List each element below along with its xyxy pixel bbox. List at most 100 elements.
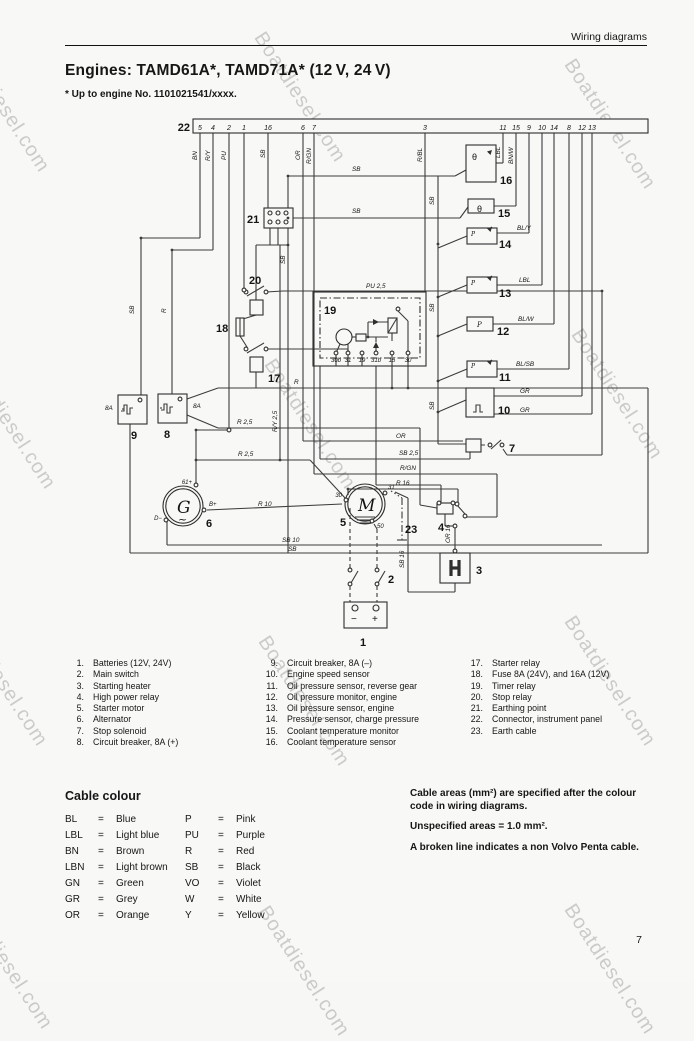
- component-box: [466, 227, 498, 245]
- component-number: 1: [360, 637, 366, 649]
- wire: [373, 523, 378, 530]
- wire-colour-label: R 2,5: [238, 451, 254, 458]
- cable-colour-entry: PU=Purple: [185, 830, 265, 841]
- junction-dot: [286, 174, 290, 178]
- connector-pin-number: 1: [242, 125, 246, 132]
- component-number: 7: [509, 443, 515, 455]
- wire: [397, 310, 409, 322]
- wire-colour-label: BN: [192, 151, 199, 160]
- junction-dot: [139, 236, 143, 240]
- terminal-label: 31b: [371, 358, 382, 364]
- component-number: 10: [498, 405, 510, 417]
- cable-colour-entry: OR=Orange: [65, 910, 150, 921]
- note-paragraph: A broken line indicates a non Volvo Pent…: [410, 841, 639, 853]
- junction-dot: [286, 216, 290, 220]
- machine-circle: [344, 483, 386, 525]
- connector-number: 22: [178, 122, 190, 134]
- cable-colour-entry: GN=Green: [65, 878, 144, 889]
- terminal-label: 31: [345, 358, 352, 364]
- component-box: [343, 601, 388, 629]
- wire: [456, 504, 466, 515]
- terminal: [369, 518, 375, 524]
- pulse-glyph: [473, 404, 483, 413]
- cable-colour-entry: LBL=Light blue: [65, 830, 160, 841]
- component-number: 3: [476, 565, 482, 577]
- legend-item: 6.Alternator: [76, 714, 132, 725]
- wire: [437, 323, 468, 337]
- wire: [246, 342, 265, 354]
- legend-item: 22.Connector, instrument panel: [470, 714, 603, 725]
- junction-dot: [436, 379, 440, 383]
- wire-colour-label: BL/SB: [516, 361, 535, 368]
- coil-diagonal: [387, 317, 398, 334]
- terminal: [452, 523, 458, 529]
- terminal: [343, 497, 349, 503]
- connector-pin-number: 7: [312, 125, 317, 132]
- legend-item: 13.Oil pressure sensor, engine: [265, 703, 395, 714]
- symbol-text: M: [357, 496, 376, 516]
- wire: [242, 314, 257, 320]
- component-number: 16: [500, 175, 512, 187]
- connector-pin-number: 8: [567, 125, 571, 132]
- arrow-head: [487, 276, 492, 281]
- terminal-label: 15: [389, 358, 396, 364]
- legend-item: 16.Coolant temperature sensor: [265, 737, 397, 748]
- wire-colour-label: SB: [129, 305, 136, 314]
- component-number: 8: [164, 429, 170, 441]
- cable-colour-entry: W=White: [185, 894, 262, 905]
- cable-colour-entry: GR=Grey: [65, 894, 138, 905]
- terminal: [177, 396, 183, 402]
- terminal-label: 50: [377, 524, 384, 530]
- legend-item: 10.Engine speed sensor: [265, 669, 370, 680]
- connector-pin-number: 15: [512, 125, 520, 132]
- legend-item: 17.Starter relay: [470, 658, 540, 668]
- component-number: 17: [268, 373, 280, 385]
- terminal: [243, 346, 249, 352]
- symbol-text: ~: [178, 513, 187, 526]
- legend-item: 9.Circuit breaker, 8A (–): [270, 658, 373, 668]
- wire: [206, 503, 343, 511]
- connector-pin-number: 6: [301, 125, 305, 132]
- arrow-head: [487, 227, 492, 232]
- symbol-text: P: [476, 321, 482, 329]
- junction-dot: [436, 295, 440, 299]
- legend-item: 4.High power relay: [76, 691, 160, 702]
- cable-colour-entry: R=Red: [185, 846, 255, 857]
- wire-colour-label: SB: [352, 208, 361, 215]
- component-number: 6: [206, 518, 212, 530]
- junction-dot: [194, 428, 198, 432]
- connector-pin-number: 10: [538, 125, 546, 132]
- terminal: [241, 287, 247, 293]
- terminal: [201, 507, 207, 513]
- component-number: 13: [499, 288, 511, 300]
- cable-colour-entry: VO=Violet: [185, 878, 261, 889]
- diode: [373, 319, 379, 325]
- terminal: [263, 346, 269, 352]
- wire-colour-label: OR: [295, 150, 302, 160]
- terminal-label: 30: [335, 493, 342, 499]
- wire: [186, 387, 219, 400]
- wire-colour-label: PU: [221, 151, 228, 160]
- wire-colour-label: GR: [520, 388, 530, 395]
- component-box: [312, 291, 427, 367]
- connector-pin-number: 4: [211, 125, 215, 132]
- legend-item: 19.Timer relay: [470, 680, 536, 691]
- wire-colour-label: R/GN: [306, 148, 313, 164]
- earthing-contact: [267, 210, 273, 216]
- wire: [309, 459, 347, 500]
- wire: [394, 491, 409, 499]
- wire-colour-label: LBL: [519, 277, 531, 284]
- terminal: [382, 490, 388, 496]
- legend-item: 23.Earth cable: [470, 725, 537, 736]
- watermark-text: Boatdiesel.com: [0, 895, 58, 1034]
- earthing-contact: [275, 219, 281, 225]
- terminal: [499, 442, 505, 448]
- terminal: [226, 427, 232, 433]
- wire-colour-label: SB 16: [399, 550, 406, 568]
- terminal-label: 31: [388, 485, 395, 491]
- legend-item: 8.Circuit breaker, 8A (+): [76, 737, 179, 748]
- wire-colour-label: SB: [429, 303, 436, 312]
- legend-item: 3.Starting heater: [76, 680, 151, 691]
- wire-colour-label: R: [161, 308, 168, 313]
- junction-dot: [278, 458, 282, 462]
